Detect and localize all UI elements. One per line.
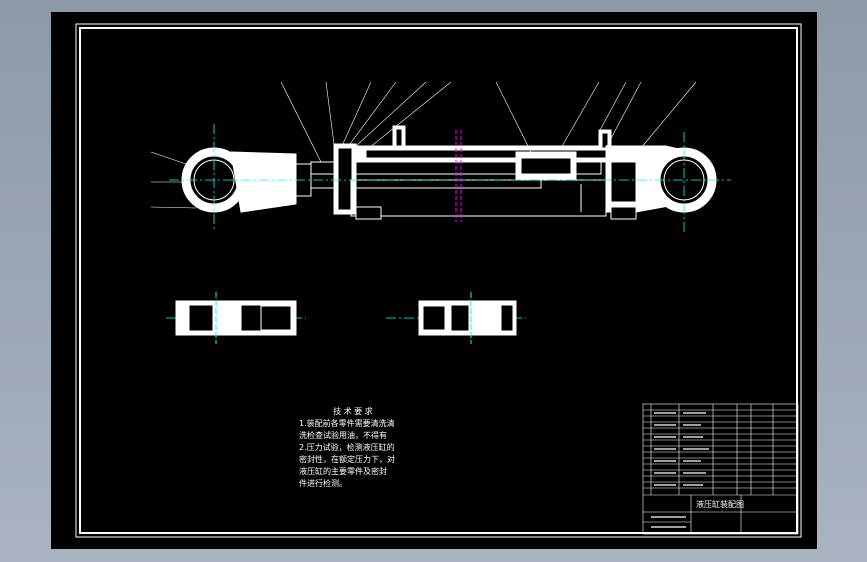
technical-requirements-title: 技 术 要 求 xyxy=(333,407,373,416)
technical-requirements-line-6: 件进行检测。 xyxy=(299,479,347,488)
inner-border xyxy=(79,27,798,534)
technical-requirements-line-4: 密封性，在额定压力下，对 xyxy=(299,455,395,464)
outer-border xyxy=(75,23,802,538)
cad-drawing xyxy=(75,23,802,538)
drawing-sheet: 技 术 要 求 1.装配前各零件需要清洗清 洗检查试验用油，不得有 2.压力试验… xyxy=(51,12,817,549)
leader-lines xyxy=(150,81,697,209)
technical-requirements-line-5: 液压缸的主要零件及密封 xyxy=(299,467,387,476)
cylinder-assembly xyxy=(181,125,717,220)
parts-list-table xyxy=(642,403,799,535)
left-rod-end xyxy=(230,151,297,213)
section-view-left xyxy=(175,292,297,344)
parts-list-entries xyxy=(651,412,709,528)
technical-requirements-line-1: 1.装配前各零件需要清洗清 xyxy=(299,419,395,428)
section-view-right xyxy=(418,292,517,344)
barrel-bottom xyxy=(350,179,607,217)
drawing-name: 液压缸装配图 xyxy=(696,500,744,509)
technical-requirements-line-3: 2.压力试验，检测液压缸的 xyxy=(299,443,395,452)
section-mark xyxy=(455,130,462,222)
technical-requirements-line-2: 洗检查试验用油，不得有 xyxy=(299,431,387,440)
